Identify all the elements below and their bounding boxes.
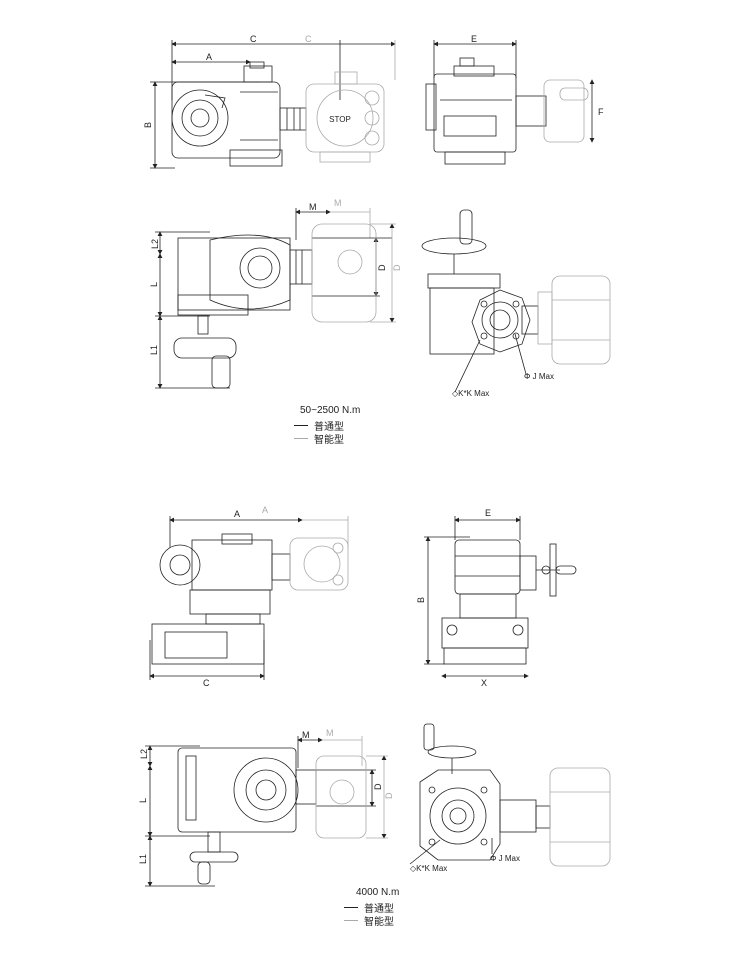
top-legend-smart: 智能型 xyxy=(294,431,344,446)
top-front-dim-b: B xyxy=(143,122,153,128)
top-iso-dim-j: Φ J Max xyxy=(524,372,554,381)
bottom-iso-dim-j: Φ J Max xyxy=(490,854,520,863)
legend-label-smart: 智能型 xyxy=(314,435,344,446)
top-plan-dim-l: L xyxy=(149,282,159,287)
bottom-plan-dim-d-smart: D xyxy=(384,792,394,799)
bottom-plan-dim-d: D xyxy=(373,783,383,790)
bottom-side-dim-x: X xyxy=(481,678,487,688)
bottom-front-view xyxy=(149,516,349,680)
top-iso-view xyxy=(421,209,611,393)
bottom-legend-standard: 普通型 xyxy=(344,900,394,915)
bottom-plan-dim-m: M xyxy=(302,730,310,740)
bottom-iso-dim-k: ◇K*K Max xyxy=(410,864,447,873)
legend-label-standard: 普通型 xyxy=(364,904,394,915)
top-front-dim-a: A xyxy=(206,52,212,62)
top-plan-view xyxy=(155,208,396,389)
svg-text:STOP: STOP xyxy=(329,115,351,124)
bottom-side-dim-b: B xyxy=(416,597,426,603)
bottom-side-dim-e: E xyxy=(485,508,491,518)
top-plan-dim-m-smart: M xyxy=(334,198,342,208)
top-iso-dim-k: ◇K*K Max xyxy=(452,389,489,398)
legend-line-light xyxy=(344,920,358,921)
bottom-torque-caption: 4000 N.m xyxy=(356,887,400,898)
legend-line-light xyxy=(294,438,308,439)
bottom-front-dim-a: A xyxy=(234,509,240,519)
legend-line-dark xyxy=(344,907,358,908)
top-legend-standard: 普通型 xyxy=(294,418,344,433)
legend-label-smart: 智能型 xyxy=(364,917,394,928)
bottom-iso-view xyxy=(409,723,611,867)
top-side-view xyxy=(425,40,595,165)
bottom-plan-view xyxy=(145,736,388,887)
legend-line-dark xyxy=(294,425,308,426)
bottom-front-dim-c: C xyxy=(203,678,210,688)
top-torque-caption: 50~2500 N.m xyxy=(300,405,361,416)
bottom-legend-smart: 智能型 xyxy=(344,913,394,928)
top-side-dim-f: F xyxy=(598,107,604,117)
top-plan-dim-l1: L1 xyxy=(149,345,159,355)
bottom-plan-dim-l: L xyxy=(138,798,148,803)
top-plan-dim-d: D xyxy=(377,264,387,271)
top-front-dim-c-smart: C xyxy=(305,34,312,44)
bottom-front-dim-a-smart: A xyxy=(262,505,268,515)
top-side-dim-e: E xyxy=(471,34,477,44)
bottom-plan-dim-l2: L2 xyxy=(139,749,149,759)
top-plan-dim-l2: L2 xyxy=(150,239,160,249)
bottom-plan-dim-m-smart: M xyxy=(326,728,334,738)
bottom-plan-dim-l1: L1 xyxy=(138,854,148,864)
top-plan-dim-m: M xyxy=(309,202,317,212)
top-front-view: STOP xyxy=(150,40,396,169)
bottom-side-view xyxy=(424,516,577,679)
top-front-dim-c: C xyxy=(250,34,257,44)
top-plan-dim-d-smart: D xyxy=(392,264,402,271)
legend-label-standard: 普通型 xyxy=(314,422,344,433)
